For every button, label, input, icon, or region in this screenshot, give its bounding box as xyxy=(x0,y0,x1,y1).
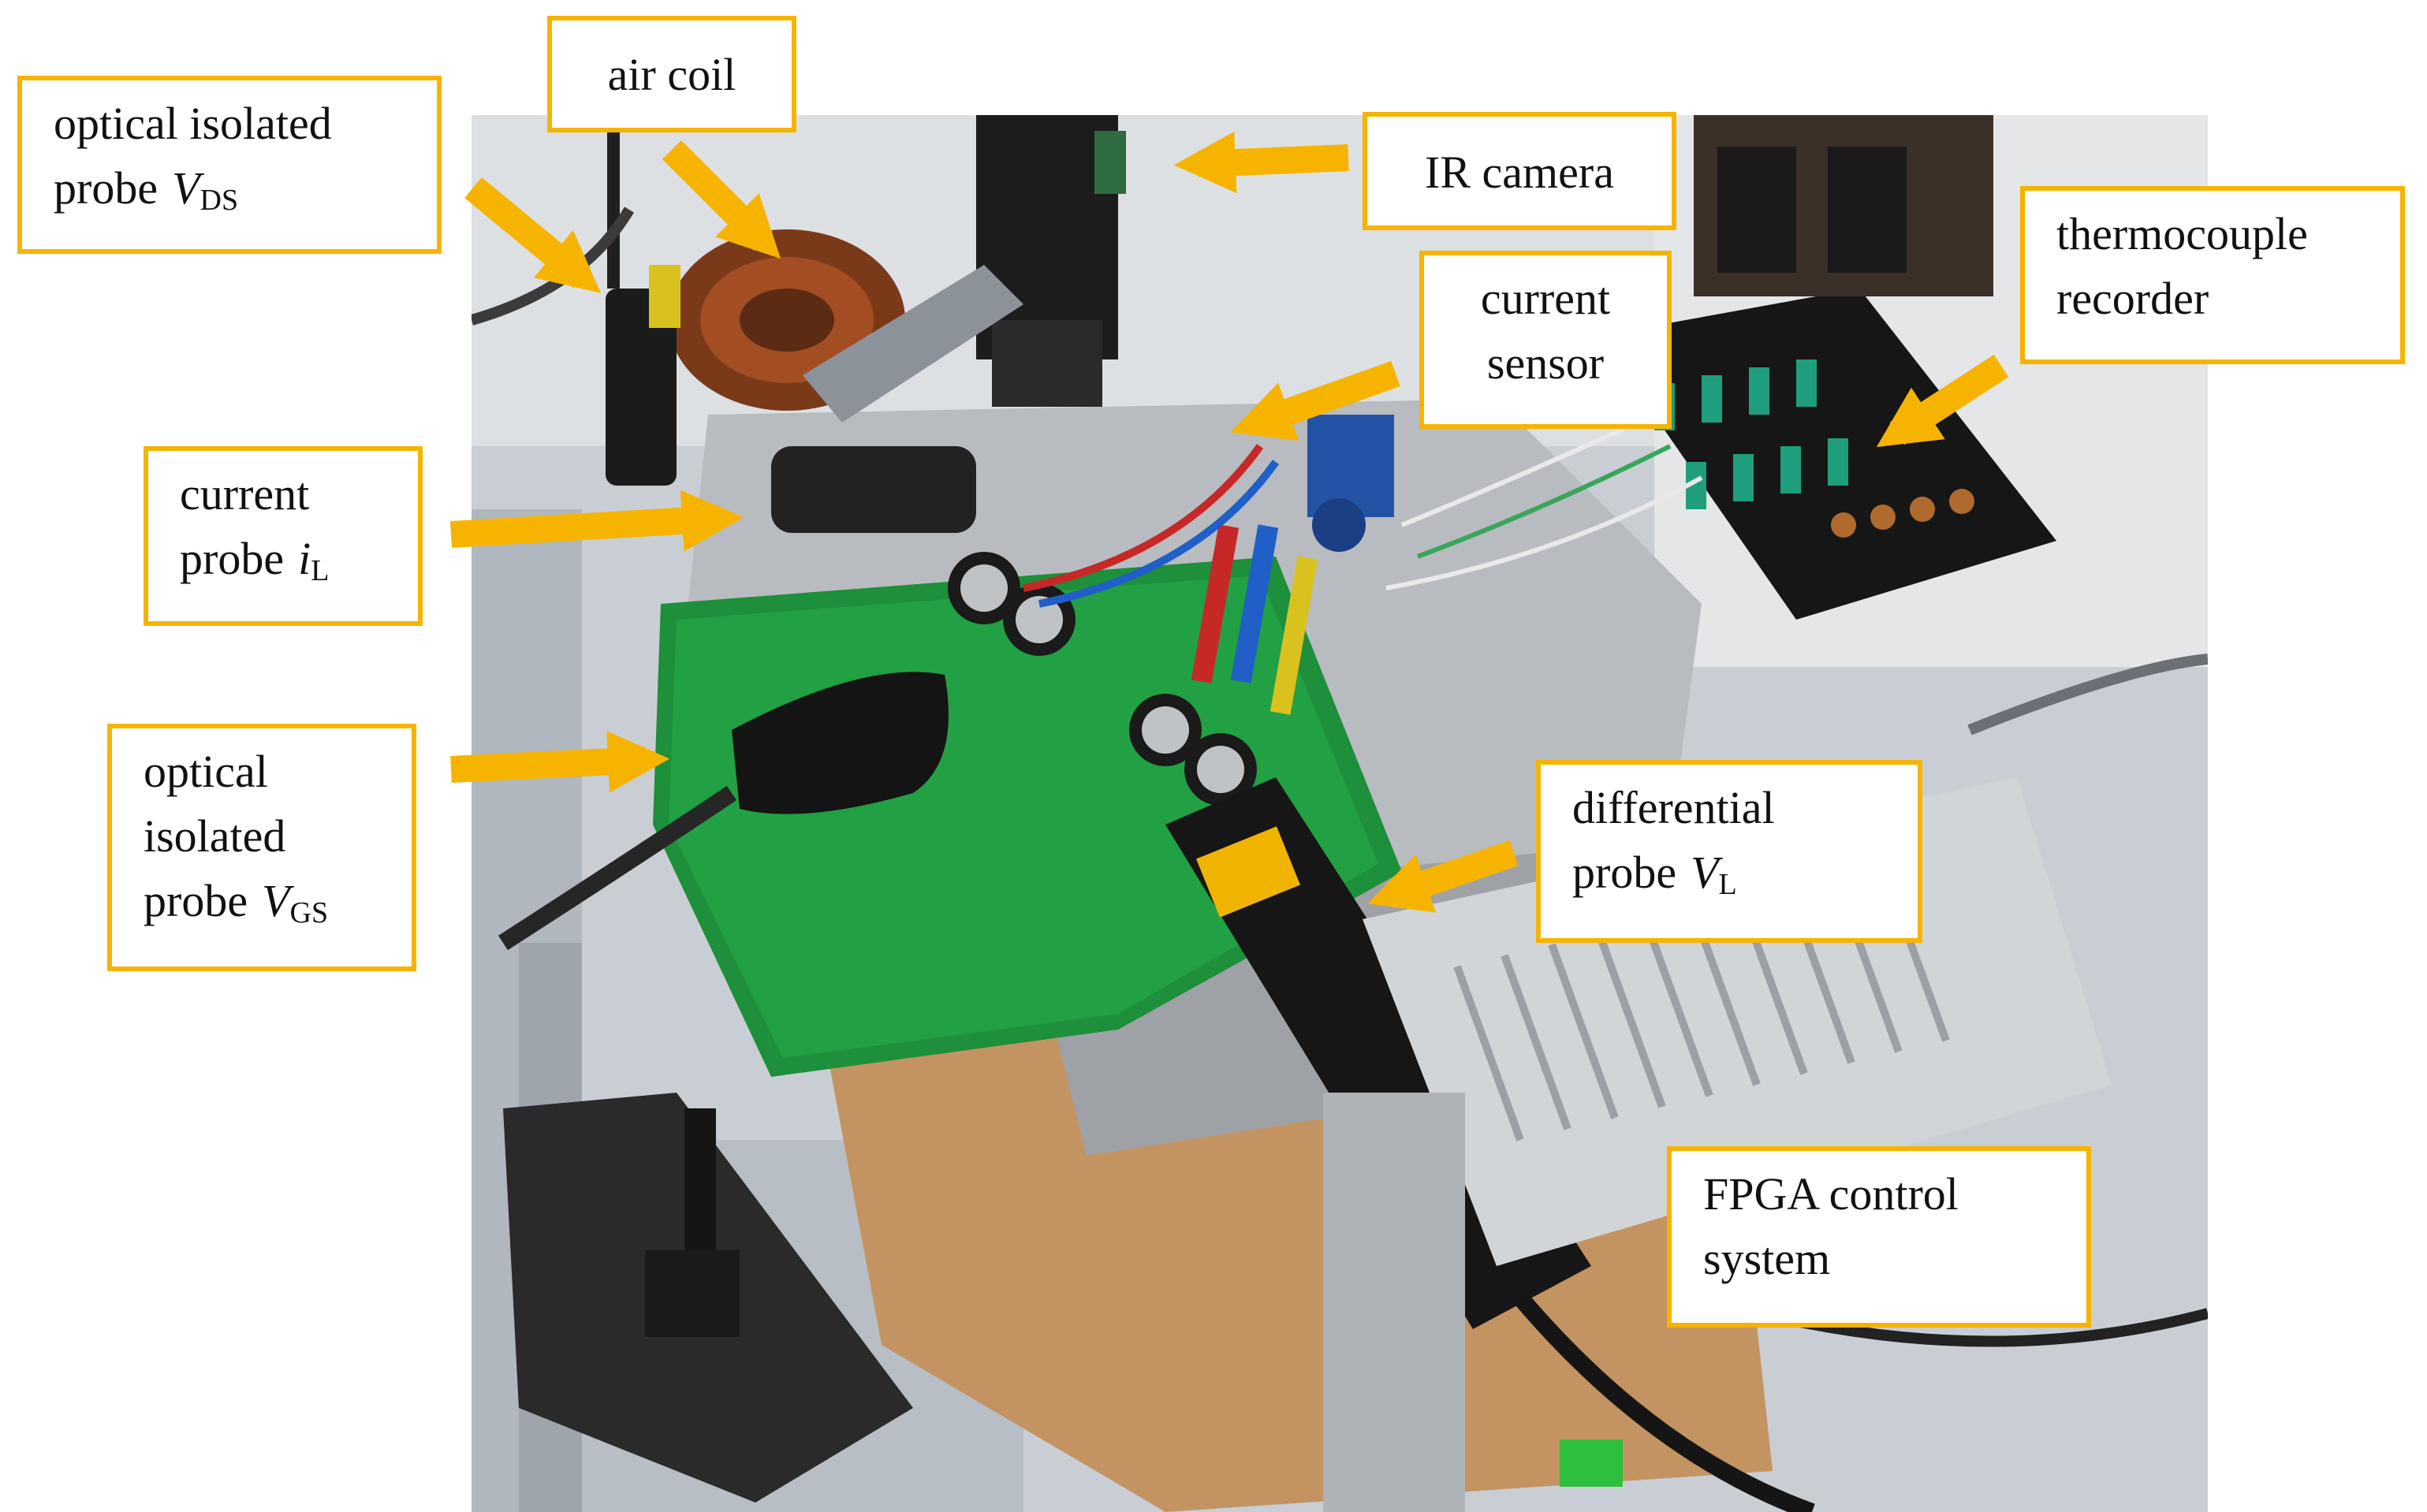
label-word: probe xyxy=(144,875,248,926)
arrow-current-probe xyxy=(450,490,744,552)
label-current-sensor: current sensor xyxy=(1419,251,1672,429)
symbol-subscript: L xyxy=(311,554,330,587)
label-text-line1: FPGA control xyxy=(1703,1168,1959,1220)
label-text-line2: sensor xyxy=(1486,337,1605,389)
label-word: probe xyxy=(54,162,158,214)
symbol-letter: V xyxy=(262,875,290,926)
label-text-line1: current xyxy=(1480,273,1611,324)
label-text-line2: probe VL xyxy=(1572,840,1886,917)
arrow-thermocouple xyxy=(1876,354,2009,448)
label-thermocouple-recorder: thermocouple recorder xyxy=(2020,186,2405,364)
label-fpga-control-system: FPGA control system xyxy=(1667,1146,2091,1328)
label-text-line1: optical xyxy=(144,746,268,797)
label-word: probe xyxy=(180,533,285,584)
label-text-line2: isolated xyxy=(144,810,286,862)
label-text-line1: IR camera xyxy=(1425,147,1614,198)
symbol-subscript: DS xyxy=(199,184,239,217)
label-ir-camera: IR camera xyxy=(1363,112,1676,230)
symbol-letter: V xyxy=(172,162,200,214)
label-optical-isolated-probe-vgs: optical isolated probe VGS xyxy=(107,724,416,971)
label-symbol: VDS xyxy=(172,162,239,217)
label-text-line1: differential xyxy=(1572,782,1775,833)
label-symbol: iL xyxy=(298,533,330,587)
label-text-line3: probe VGS xyxy=(144,869,380,945)
arrow-ir-camera xyxy=(1173,131,1349,194)
label-air-coil: air coil xyxy=(547,16,796,132)
symbol-subscript: L xyxy=(1718,868,1737,901)
label-differential-probe: differential probe VL xyxy=(1536,760,1922,943)
symbol-letter: V xyxy=(1691,847,1719,898)
label-optical-isolated-probe-vds: optical isolated probe VDS xyxy=(17,76,442,254)
arrow-differential xyxy=(1367,840,1519,913)
arrow-optical-vds xyxy=(464,177,602,293)
arrow-optical-vgs xyxy=(450,731,670,793)
arrow-current-sensor xyxy=(1230,360,1400,441)
label-text-line2: recorder xyxy=(2056,273,2209,324)
label-symbol: VL xyxy=(1691,847,1737,901)
label-text-line1: air coil xyxy=(607,49,736,100)
symbol-subscript: GS xyxy=(289,896,329,929)
label-text-line1: current xyxy=(180,468,310,520)
symbol-letter: i xyxy=(298,533,311,584)
label-text-line2: probe VDS xyxy=(54,156,405,233)
label-word: probe xyxy=(1572,847,1677,898)
label-text-line1: thermocouple xyxy=(2056,208,2308,259)
label-symbol: VGS xyxy=(262,875,329,929)
label-text-line2: system xyxy=(1703,1233,1831,1284)
label-text-line1: optical isolated xyxy=(54,98,332,149)
arrow-air-coil xyxy=(662,140,781,259)
